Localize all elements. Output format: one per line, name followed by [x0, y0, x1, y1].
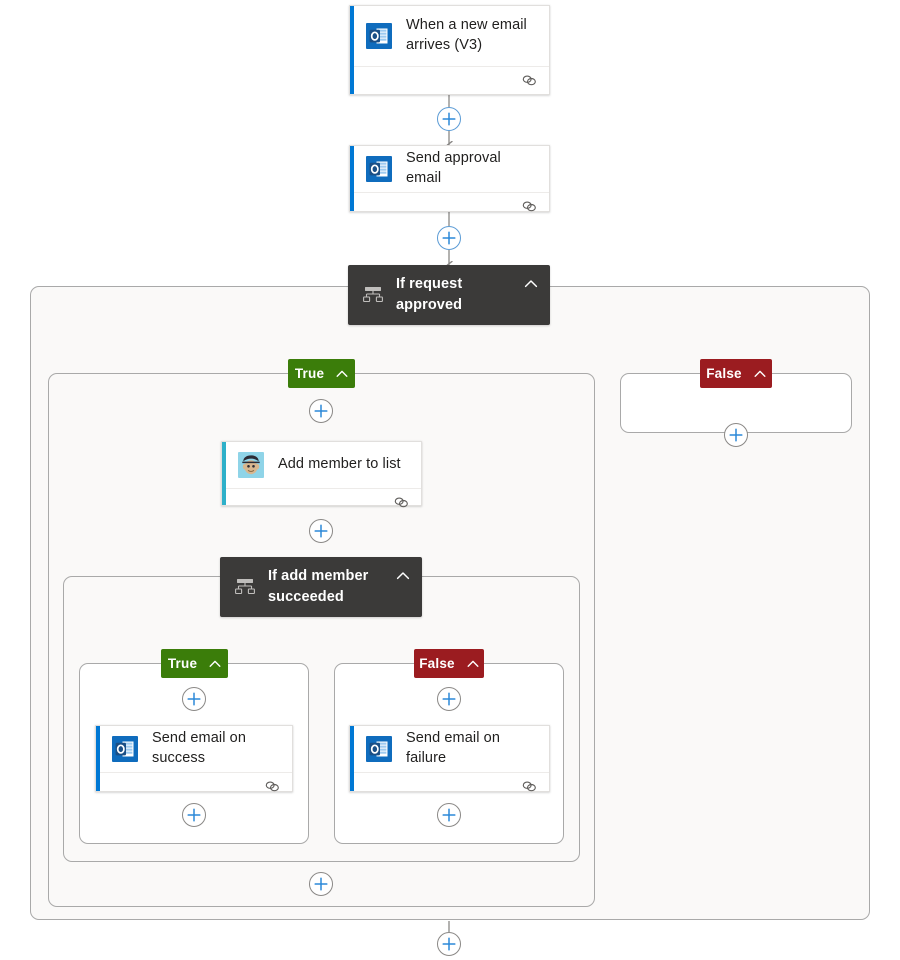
add-step-after-send-success-button[interactable] — [182, 803, 206, 827]
chevron-up-icon[interactable] — [394, 567, 412, 585]
card-when-a-new-email-arrives[interactable]: When a new email arrives (V3) — [349, 5, 550, 95]
card-footer — [350, 66, 549, 94]
branch-label-inner-true[interactable]: True — [161, 649, 228, 678]
branch-label-text: True — [294, 366, 325, 381]
condition-title: If add member succeeded — [268, 568, 369, 605]
card-title: When a new email arrives (V3) — [406, 17, 527, 53]
condition-if-add-member-succeeded[interactable]: If add member succeeded — [220, 557, 422, 617]
link-icon[interactable] — [522, 200, 537, 213]
branch-label-outer-true[interactable]: True — [288, 359, 355, 388]
add-step-flow-end-button[interactable] — [437, 932, 461, 956]
condition-icon — [362, 284, 384, 306]
chevron-up-icon[interactable] — [465, 656, 481, 672]
card-header: When a new email arrives (V3) — [350, 6, 549, 66]
add-step-after-send-approval-button[interactable] — [437, 226, 461, 250]
branch-label-inner-false[interactable]: False — [414, 649, 484, 678]
chevron-up-icon[interactable] — [752, 366, 768, 382]
card-accent-bar — [350, 6, 354, 94]
card-accent-bar — [350, 726, 354, 791]
card-footer — [96, 772, 292, 800]
card-footer — [350, 772, 549, 800]
card-footer — [350, 192, 549, 220]
chevron-up-icon[interactable] — [334, 366, 350, 382]
branch-label-text: True — [167, 656, 198, 671]
add-step-after-add-member-button[interactable] — [309, 519, 333, 543]
card-header: Add member to list — [222, 442, 421, 488]
add-step-after-send-failure-button[interactable] — [437, 803, 461, 827]
card-title: Send approval email — [406, 150, 501, 186]
chevron-up-icon[interactable] — [207, 656, 223, 672]
card-accent-bar — [350, 146, 354, 211]
card-footer — [222, 488, 421, 516]
card-send-email-on-failure[interactable]: Send email on failure — [349, 725, 550, 792]
card-header: Send email on success — [96, 726, 292, 772]
add-step-outer-true-end-button[interactable] — [309, 872, 333, 896]
card-accent-bar — [222, 442, 226, 505]
branch-label-outer-false[interactable]: False — [700, 359, 772, 388]
card-add-member-to-list[interactable]: Add member to list — [221, 441, 422, 508]
chevron-up-icon[interactable] — [522, 275, 540, 293]
add-step-before-add-member-button[interactable] — [309, 399, 333, 423]
outlook-icon — [366, 23, 392, 49]
card-title: Send email on success — [152, 730, 246, 766]
outlook-icon — [112, 736, 138, 762]
card-send-email-on-success[interactable]: Send email on success — [95, 725, 293, 792]
branch-label-text: False — [706, 366, 742, 381]
link-icon[interactable] — [522, 74, 537, 87]
outlook-icon — [366, 736, 392, 762]
add-step-before-send-success-button[interactable] — [182, 687, 206, 711]
link-icon[interactable] — [265, 780, 280, 793]
card-title: Add member to list — [278, 456, 401, 473]
card-send-approval-email[interactable]: Send approval email — [349, 145, 550, 212]
outlook-icon — [366, 156, 392, 182]
add-step-after-trigger-button[interactable] — [437, 107, 461, 131]
branch-label-text: False — [419, 656, 455, 671]
condition-icon — [234, 576, 256, 598]
link-icon[interactable] — [522, 780, 537, 793]
card-title: Send email on failure — [406, 730, 500, 766]
card-header: Send email on failure — [350, 726, 549, 772]
condition-if-request-approved[interactable]: If request approved — [348, 265, 550, 325]
card-header: Send approval email — [350, 146, 549, 192]
mailchimp-icon — [238, 452, 264, 478]
condition-title: If request approved — [396, 276, 463, 313]
card-accent-bar — [96, 726, 100, 791]
add-step-before-send-failure-button[interactable] — [437, 687, 461, 711]
add-step-outer-false-button[interactable] — [724, 423, 748, 447]
link-icon[interactable] — [394, 496, 409, 509]
